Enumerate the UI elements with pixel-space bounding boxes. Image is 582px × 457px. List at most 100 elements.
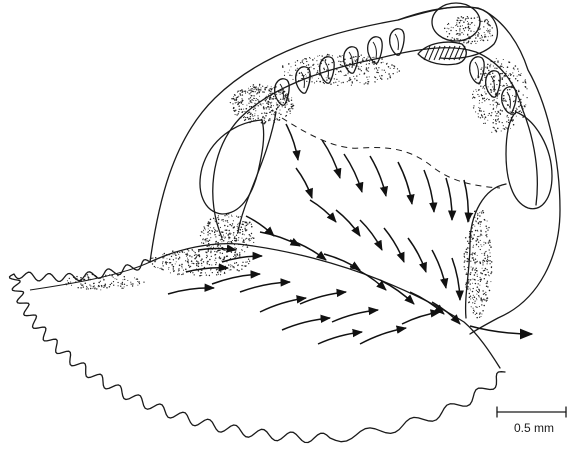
stipple-dot [224,215,225,216]
stipple-dot [478,242,479,243]
stipple-dot [468,23,469,24]
stipple-dot [503,98,504,99]
stipple-dot [483,305,485,307]
stipple-dot [473,267,474,268]
stipple-dot [182,274,183,275]
stipple-dot [278,119,280,121]
stipple-dot [152,257,153,258]
flow-arrow [452,258,460,300]
stipple-dot [464,253,466,255]
stipple-dot [257,92,259,94]
stipple-dot [394,66,396,68]
stipple-dot [136,278,137,279]
stipple-dot [476,317,478,319]
stipple-dot [206,255,207,256]
stipple-dot [90,286,91,287]
stipple-dot [338,71,339,72]
stipple-dot [485,116,487,118]
stipple-dot [475,272,476,273]
stipple-dot [487,19,488,20]
stipple-dot [477,219,478,220]
stipple-dot [478,295,479,296]
stipple-dot [241,100,243,102]
stipple-dot [310,58,311,59]
segment-lobe-fold [395,34,398,50]
flow-arrow [222,256,262,262]
stipple-dot [242,94,243,95]
stipple-dot [516,116,517,117]
stipple-dot [190,266,191,267]
stipple-dot [124,276,125,277]
stipple-dot [479,29,480,30]
stipple-dot [503,76,504,77]
stipple-dot [336,79,337,80]
stipple-dot [229,241,230,242]
stipple-dot [220,239,221,240]
stipple-dot [476,313,478,315]
stipple-dot [183,273,184,274]
stipple-dot [353,56,355,58]
stipple-dot [205,229,206,230]
stipple-dot [245,117,246,118]
stipple-dot [473,238,474,239]
stipple-dot [162,262,163,263]
stipple-dot [489,275,490,276]
stipple-dot [480,281,481,282]
stipple-dot [198,251,199,252]
stipple-dot [525,79,526,80]
stipple-dot [193,251,194,252]
stipple-dot [251,238,252,239]
stipple-dot [268,102,269,103]
stipple-dot [285,105,286,106]
stipple-dot [253,100,254,101]
stipple-dot [367,79,368,80]
stipple-dot [381,79,382,80]
stipple-dot [210,219,212,221]
stipple-dot [241,98,242,99]
stipple-dot [98,286,99,287]
mantle-edge-left [238,112,276,232]
stipple-dot [263,123,265,125]
stipple-dot [284,99,285,100]
stipple-dot [235,110,236,111]
stipple-dot [461,32,462,33]
stipple-dot [205,272,206,273]
stipple-dot [227,252,228,253]
stipple-dot [504,128,505,129]
stipple-dot [201,275,202,276]
stipple-dot [361,70,362,71]
stipple-dot [270,107,271,108]
stipple-dot [155,267,156,268]
stipple-dot [256,98,257,99]
scale-bar-label: 0.5 mm [514,421,554,435]
stipple-dot [496,113,497,114]
stipple-dot [228,241,229,242]
stipple-dot [497,113,498,114]
stipple-dot [175,254,177,256]
stipple-dot [467,16,468,17]
stipple-dot [250,113,251,114]
stipple-dot [262,86,263,87]
stipple-dot [495,130,496,131]
stipple-dot [110,284,111,285]
stipple-dot [280,94,281,95]
stipple-dot [196,256,197,257]
stipple-dot [470,24,471,25]
stipple-dot [236,254,237,255]
stipple-dot [207,225,208,226]
stipple-dot [206,257,207,258]
stipple-dot [237,226,238,227]
stipple-dot [523,94,524,95]
stipple-dot [242,229,243,230]
stipple-dot [251,224,252,225]
stipple-dot [253,237,255,239]
stipple-dot [496,84,497,85]
stipple-dot [500,85,501,86]
stipple-dot [268,94,269,95]
stipple-dot [342,55,343,56]
stipple-dot [198,270,199,271]
stipple-dot [479,212,480,213]
stipple-dot [284,98,285,99]
stipple-dot [207,223,209,225]
stipple-dot [481,273,483,275]
